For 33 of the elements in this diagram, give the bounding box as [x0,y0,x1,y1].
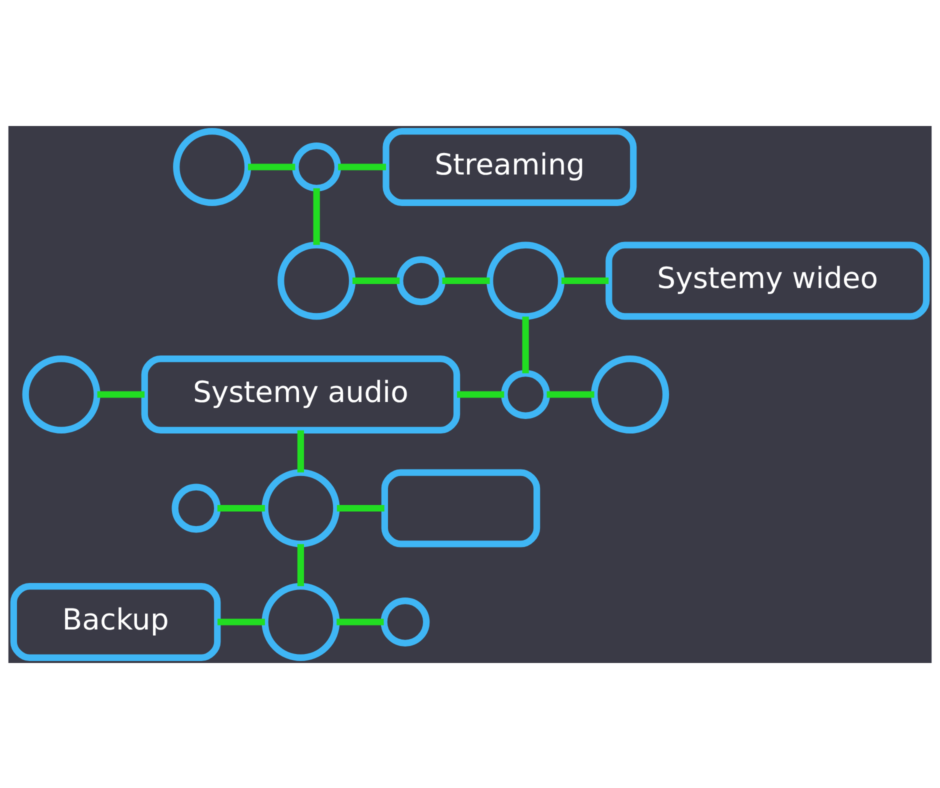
node-circle [262,468,340,547]
node-circle [380,597,430,646]
node-circle [173,127,252,206]
node-circle [262,582,340,661]
connector [336,504,384,512]
connector [217,504,265,512]
connector [546,390,594,398]
connector [338,163,386,170]
node-circle [591,354,670,434]
connector [248,163,296,170]
node-circle [292,142,342,191]
node-box [381,468,540,547]
node-circle [396,256,446,305]
node-box: Systemy audio [141,354,460,434]
node-box: Streaming [382,127,637,206]
connector [97,390,145,398]
node-circle [172,483,221,532]
node-circle [486,241,565,320]
node-circle [501,370,550,418]
connector [336,618,384,625]
connector [457,390,504,398]
connector [297,544,304,586]
connector [313,188,320,244]
connector [352,276,400,284]
connector [442,276,490,284]
node-box: Backup [10,582,221,661]
connector [522,316,529,373]
node-box: Systemy wideo [606,241,930,320]
node-circle [278,241,356,320]
connector [561,276,609,284]
node-circle [22,354,100,434]
connector [297,430,304,472]
connector [218,618,265,625]
